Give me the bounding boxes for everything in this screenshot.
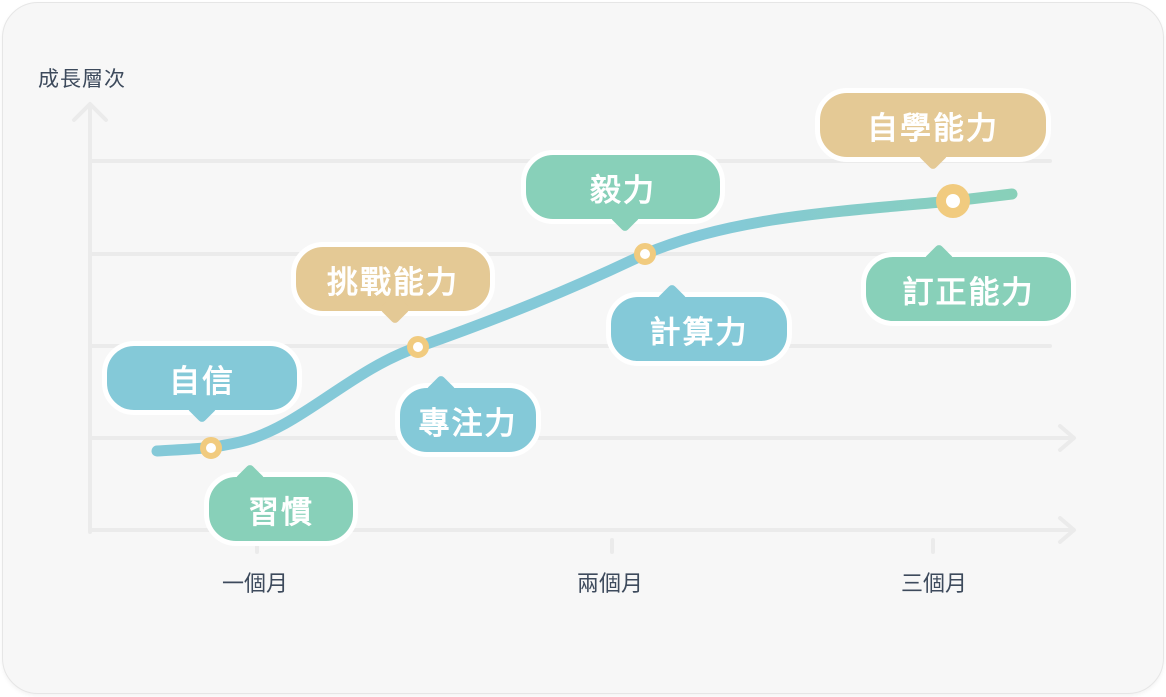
point-marker bbox=[634, 243, 656, 265]
milestone-label: 毅力 bbox=[590, 172, 656, 209]
milestone-bubble-habit: 習慣 bbox=[204, 463, 358, 546]
milestone-label: 自信 bbox=[169, 363, 235, 400]
milestone-bubble-confidence: 自信 bbox=[102, 341, 302, 424]
x-label-month-1: 一個月 bbox=[221, 572, 288, 597]
milestone-bubble-perseverance: 毅力 bbox=[521, 150, 725, 233]
x-label-month-3: 三個月 bbox=[900, 572, 967, 597]
milestone-bubble-challenge: 挑戰能力 bbox=[291, 242, 495, 325]
x-axis-arrow bbox=[1058, 516, 1076, 544]
milestone-bubble-focus: 專注力 bbox=[395, 374, 541, 457]
milestone-label: 訂正能力 bbox=[902, 274, 1035, 311]
milestone-label: 習慣 bbox=[248, 494, 314, 531]
milestone-bubble-calculation: 計算力 bbox=[606, 283, 792, 366]
milestone-label: 專注力 bbox=[418, 405, 518, 442]
point-marker-final-inner bbox=[946, 194, 960, 208]
milestone-label: 自學能力 bbox=[867, 110, 999, 147]
milestone-label: 挑戰能力 bbox=[327, 264, 459, 301]
y-axis-label: 成長層次 bbox=[38, 67, 126, 91]
point-marker bbox=[407, 336, 429, 358]
point-marker bbox=[200, 437, 222, 459]
milestone-bubble-correction: 訂正能力 bbox=[861, 243, 1076, 326]
milestone-bubble-self-learning: 自學能力 bbox=[815, 88, 1051, 171]
growth-curve bbox=[151, 188, 1018, 457]
curve-points bbox=[200, 184, 970, 459]
arrow-head bbox=[1058, 424, 1076, 452]
x-label-month-2: 兩個月 bbox=[576, 572, 643, 597]
milestone-label: 計算力 bbox=[649, 314, 749, 351]
y-axis-arrow bbox=[72, 102, 108, 122]
